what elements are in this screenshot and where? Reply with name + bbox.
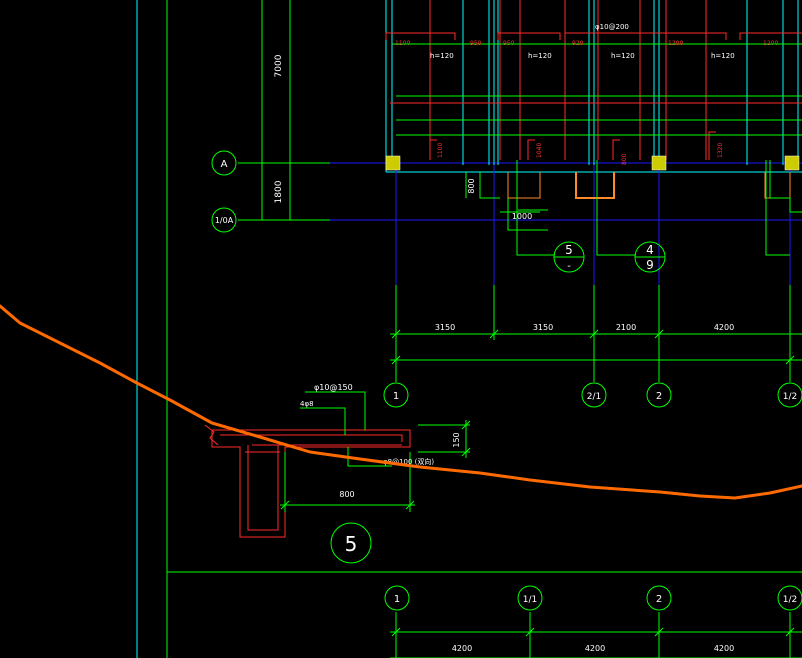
detail-callout-5-sub: - (567, 261, 571, 272)
drawing-frame (136, 0, 802, 658)
markup-freehand-stroke (0, 304, 802, 500)
rebar-bar-label: 4φ8 (300, 400, 314, 408)
side-dim-label: 1040 (536, 143, 543, 158)
rebar-top-label: φ10@150 (314, 383, 353, 392)
top-dim-label: 1200 (668, 40, 683, 47)
pit-dimensions: 800 1000 (465, 172, 540, 221)
span-3150-label: 3150 (435, 323, 455, 332)
axis-bubble-a-label: A (221, 159, 228, 170)
axis-bubble-lower-1-label: 1 (394, 594, 400, 605)
axis-bubble-lower-1-1: 1/1 (517, 585, 543, 611)
top-dim-label: 920 (572, 40, 584, 47)
slab-annotations: φ10@200 h=120 h=120 h=120 h=120 1100 950… (395, 23, 778, 165)
axis-bubble-upper-2-1-label: 2/1 (587, 392, 601, 402)
rebar-dist-label: φ8@100 (双向) (383, 457, 434, 466)
axis-bubble-lower-1-2-label: 1/2 (783, 595, 797, 605)
axis-bubble-a: A (211, 150, 237, 176)
top-dim-label: 950 (503, 40, 515, 47)
bottom-span-4200-label: 4200 (585, 644, 605, 653)
detail-height-150-label: 150 (452, 432, 461, 447)
axis-bubble-lower-1-2: 1/2 (777, 585, 802, 611)
axis-bubble-lower-1-1-label: 1/1 (523, 595, 537, 605)
axis-bubble-upper-2-1: 2/1 (581, 382, 607, 408)
span-2100-label: 2100 (616, 323, 636, 332)
bottom-span-dimensions: 4200 4200 4200 (390, 612, 802, 658)
bottom-span-4200-label: 4200 (452, 644, 472, 653)
detail-callout-5: 5 - (553, 241, 585, 273)
detail-callout-4-sub: 9 (646, 258, 654, 272)
axis-bubble-upper-1-2-label: 1/2 (783, 392, 797, 402)
bottom-span-4200-label: 4200 (714, 644, 734, 653)
section-number-label: 5 (345, 532, 358, 556)
axis-bubble-1-0a: 1/0A (211, 207, 237, 233)
detail-callout-5-number: 5 (565, 243, 573, 257)
axis-bubble-upper-2-label: 2 (656, 391, 662, 402)
slab-thickness-label: h=120 (528, 52, 552, 60)
rebar-top-label: φ10@200 (595, 23, 629, 31)
axis-bubble-lower-1: 1 (384, 585, 410, 611)
axis-bubble-upper-1-2: 1/2 (777, 382, 802, 408)
side-dim-label: 1100 (437, 143, 444, 158)
axis-bubble-upper-1-label: 1 (393, 391, 399, 402)
row-axis-lines (238, 162, 802, 221)
section-detail-5 (204, 391, 471, 538)
slab-thickness-label: h=120 (611, 52, 635, 60)
dim-7000-label: 7000 (274, 54, 284, 77)
top-dim-label: 1200 (763, 40, 778, 47)
top-dim-label: 950 (470, 40, 482, 47)
detail-callout-4: 4 9 (634, 241, 666, 273)
axis-bubble-lower-2: 2 (646, 585, 672, 611)
axis-bubble-upper-1: 1 (383, 382, 409, 408)
axis-bubble-1-0a-label: 1/0A (215, 216, 234, 225)
slab-thickness-label: h=120 (711, 52, 735, 60)
slab-thickness-label: h=120 (430, 52, 454, 60)
top-dim-label: 1100 (395, 40, 410, 47)
floor-plan-top (385, 0, 802, 285)
section-number-bubble: 5 (330, 522, 372, 564)
axis-bubble-lower-2-label: 2 (656, 594, 662, 605)
detail-callout-4-number: 4 (646, 243, 654, 257)
dim-800-label: 800 (467, 178, 476, 193)
span-3150-label: 3150 (533, 323, 553, 332)
span-4200-label: 4200 (714, 323, 734, 332)
upper-span-dimensions: 3150 3150 2100 4200 (390, 285, 802, 382)
side-dim-label: 800 (621, 153, 628, 165)
dim-1000-label: 1000 (512, 212, 532, 221)
section-detail-5-labels: φ10@150 4φ8 φ8@100 (双向) 150 800 (300, 383, 461, 499)
dim-1800-label: 1800 (274, 180, 284, 203)
vertical-dimension-chain: 7000 1800 (255, 0, 298, 221)
axis-bubble-upper-2: 2 (646, 382, 672, 408)
side-dim-label: 1320 (717, 143, 724, 158)
detail-width-800-label: 800 (339, 490, 354, 499)
